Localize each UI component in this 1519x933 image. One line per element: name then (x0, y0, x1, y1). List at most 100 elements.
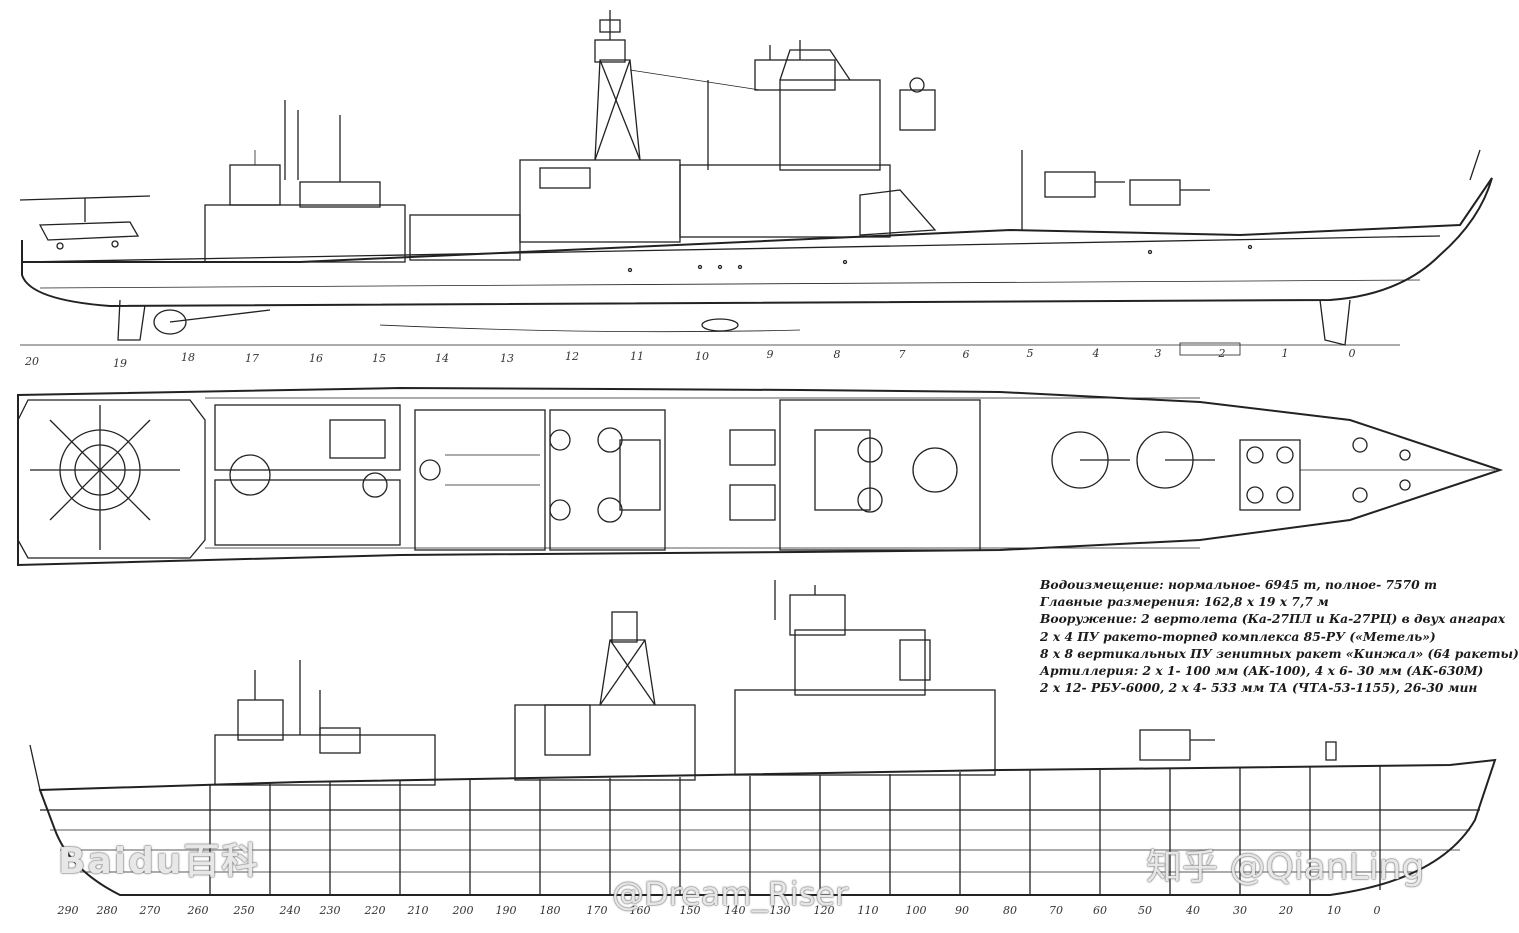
hull-frame-label: 280 (96, 904, 118, 917)
plan-hangar-port (214, 404, 401, 471)
hull-frame-label: 60 (1093, 904, 1107, 917)
profile-frame-label: 3 (1154, 347, 1162, 360)
profile-frame-label: 12 (565, 350, 579, 363)
plan-funnel-complex (549, 409, 666, 551)
profile-helicopter (19, 195, 151, 250)
hull-frame-label: 210 (407, 904, 429, 917)
plan-hangar-stbd (214, 479, 401, 546)
profile-deck-line (21, 235, 1441, 263)
side-profile-view (19, 10, 1493, 356)
profile-frame-label: 7 (898, 348, 906, 361)
profile-aft-mast (594, 10, 641, 161)
spec-block: Водоизмещение: нормальное- 6945 т, полно… (1040, 576, 1519, 696)
spec-armament-helicopters: Вооружение: 2 вертолета (Ка-27ПЛ и Ка-27… (1040, 611, 1506, 627)
profile-boot-topping (39, 279, 1421, 289)
hull-frame-label: 10 (1327, 904, 1341, 917)
hull-frame-label: 220 (364, 904, 386, 917)
spec-rbu-torpedo: 2 х 12- РБУ-6000, 2 х 4- 533 мм ТА (ЧТА-… (1040, 680, 1478, 696)
hull-frame-label: 30 (1233, 904, 1247, 917)
plan-mid-deck (414, 409, 546, 551)
inboard-aft-funnel (237, 699, 284, 741)
hull-frame-label: 120 (813, 904, 835, 917)
hull-frame-label: 20 (1279, 904, 1293, 917)
inboard-fwd-superstructure (734, 689, 996, 776)
plan-aft-director (229, 454, 271, 496)
profile-rudder (117, 299, 146, 341)
hull-frame-label: 250 (233, 904, 255, 917)
spec-armament-sam: 8 х 8 вертикальных ПУ зенитных ракет «Ки… (1040, 645, 1519, 661)
profile-hangar-block (204, 204, 406, 263)
profile-frame-label: 11 (630, 350, 644, 363)
profile-frame-label: 14 (435, 352, 449, 365)
profile-radar-director (899, 89, 936, 131)
spec-artillery: Артиллерия: 2 х 1- 100 мм (АК-100), 4 х … (1040, 663, 1484, 679)
inboard-aft-mast (599, 611, 656, 706)
profile-frame-label: 5 (1026, 347, 1034, 360)
hull-frame-label: 150 (679, 904, 701, 917)
hull-frame-label: 90 (955, 904, 969, 917)
plan-launcher-port (729, 429, 776, 466)
profile-fwd-superstructure (679, 164, 891, 238)
profile-frame-label: 4 (1092, 347, 1100, 360)
hull-frame-label: 130 (769, 904, 791, 917)
profile-frame-label: 2 (1218, 347, 1226, 360)
hull-frame-label: 290 (57, 904, 79, 917)
hull-frame-label: 230 (319, 904, 341, 917)
hull-frame-label: 140 (724, 904, 746, 917)
profile-frame-label: 8 (833, 348, 841, 361)
spec-armament-asw: 2 х 4 ПУ ракето-торпед комплекса 85-РУ (… (1040, 628, 1436, 644)
profile-fwd-gun-1 (1044, 171, 1125, 198)
hull-frame-label: 240 (279, 904, 301, 917)
watermark-baidu: Baidu百科 (58, 841, 260, 882)
inboard-profile-view (29, 580, 1497, 896)
profile-bridge-front (859, 189, 937, 236)
profile-propeller (153, 309, 187, 335)
hull-frame-label: 110 (857, 904, 879, 917)
hull-frame-label: 170 (586, 904, 608, 917)
profile-frame-label: 6 (962, 348, 970, 361)
hull-frame-label: 260 (187, 904, 209, 917)
hull-frame-label: 190 (495, 904, 517, 917)
profile-hull-sonar (701, 318, 739, 332)
profile-aft-funnel (229, 164, 281, 206)
profile-frame-label: 13 (500, 352, 514, 365)
hull-frame-label: 50 (1138, 904, 1152, 917)
profile-aft-superstructure (299, 181, 381, 208)
plan-launcher-stbd (729, 484, 776, 521)
inboard-fwd-mast (774, 580, 846, 636)
plan-helipad (17, 399, 206, 559)
inboard-mid-superstructure (514, 704, 696, 781)
profile-fwd-gun-2 (1129, 179, 1210, 206)
hull-frame-label: 160 (629, 904, 651, 917)
hull-frame-label: 0 (1373, 904, 1381, 917)
profile-shaft (169, 309, 271, 323)
profile-frame-label: 9 (766, 348, 774, 361)
hull-frame-label: 40 (1186, 904, 1200, 917)
hull-frame-label: 100 (905, 904, 927, 917)
profile-frame-label: 17 (245, 352, 259, 365)
profile-keel-box (1179, 342, 1241, 356)
profile-frame-label: 1 (1281, 347, 1289, 360)
plan-rbu-block (1239, 439, 1301, 511)
plan-bridge (779, 399, 981, 551)
inboard-bulkheads (209, 765, 1381, 895)
profile-frame-label: 10 (695, 350, 709, 363)
profile-frame-label: 20 (25, 355, 39, 368)
profile-keel-curve (379, 324, 801, 333)
hull-frame-label: 270 (139, 904, 161, 917)
hull-frame-label: 80 (1003, 904, 1017, 917)
profile-frame-label: 19 (113, 357, 127, 370)
spec-displacement: Водоизмещение: нормальное- 6945 т, полно… (1040, 577, 1437, 592)
plan-deck-outline (17, 386, 1504, 567)
profile-portholes (627, 244, 1253, 273)
plan-view (17, 386, 1504, 567)
inboard-aft-superstructure (214, 734, 436, 786)
hull-frame-label: 180 (539, 904, 561, 917)
profile-frame-label: 18 (181, 351, 195, 364)
inboard-hull-outline (38, 758, 1497, 896)
watermark-zhihu: 知乎 @QianLing (1146, 847, 1425, 888)
profile-frame-label: 15 (372, 352, 386, 365)
hull-frame-label: 200 (452, 904, 474, 917)
profile-frame-label: 0 (1348, 347, 1356, 360)
